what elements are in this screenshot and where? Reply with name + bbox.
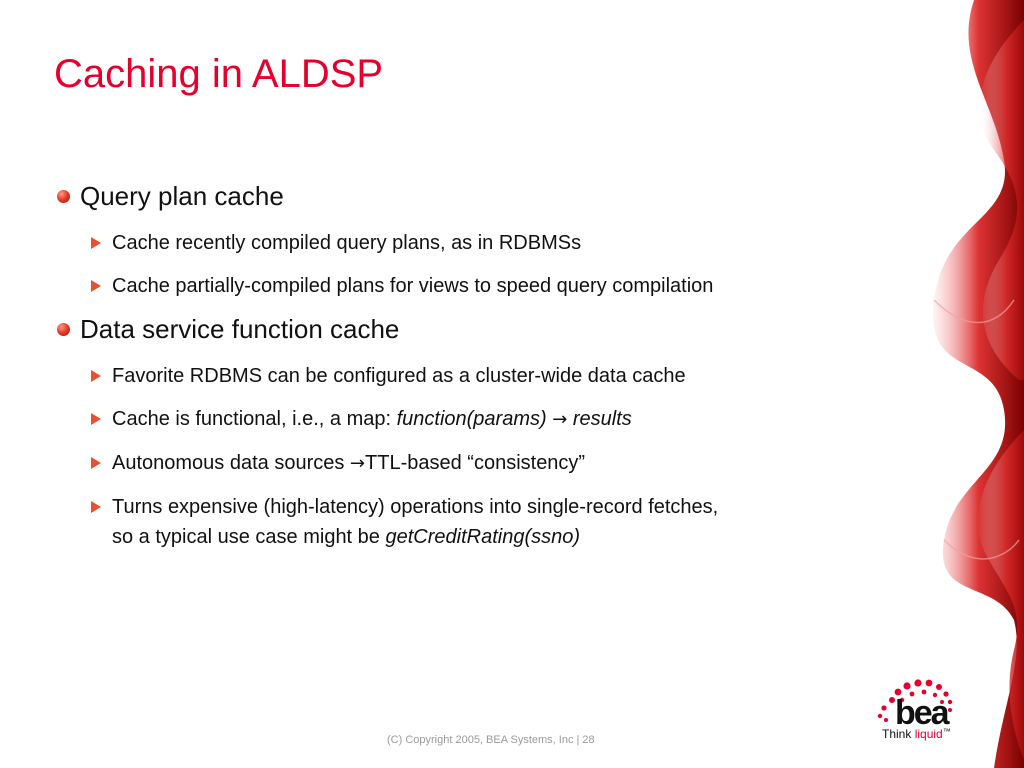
- sub-bullet-autonomous-sources: Autonomous data sources →TTL-based “cons…: [91, 448, 916, 479]
- red-arrow-icon: [91, 457, 101, 469]
- get-credit-rating-text: getCreditRating(ssno): [385, 526, 581, 548]
- slide-title: Caching in ALDSP: [54, 52, 384, 96]
- sub-bullet-favorite-rdbms: Favorite RDBMS can be configured as a cl…: [91, 361, 916, 391]
- sub-bullet-compiled-plans: Cache recently compiled query plans, as …: [91, 228, 916, 258]
- sub-bullet-partial-plans: Cache partially-compiled plans for views…: [91, 271, 916, 301]
- right-arrow-icon: →: [552, 409, 568, 430]
- bullet-heading: Data service function cache: [80, 314, 400, 344]
- red-arrow-icon: [91, 501, 101, 513]
- function-params-text: function(params): [396, 408, 547, 430]
- results-text: results: [572, 408, 632, 430]
- bea-dots-icon: [877, 679, 953, 722]
- red-bullet-icon: [57, 190, 70, 203]
- think-liquid-tagline: Think liquid™: [882, 727, 951, 741]
- tagline-think: Think: [882, 727, 915, 741]
- bea-logo: bea Think liquid™: [872, 678, 962, 746]
- sub-bullet-text: Cache partially-compiled plans for views…: [112, 275, 714, 297]
- red-arrow-icon: [91, 280, 101, 292]
- red-arrow-icon: [91, 237, 101, 249]
- sub-bullet-text: Cache recently compiled query plans, as …: [112, 232, 582, 254]
- tagline-trademark: ™: [942, 727, 951, 736]
- sub-bullet-prefix: Cache is functional, i.e., a map:: [112, 408, 397, 430]
- red-arrow-icon: [91, 370, 101, 382]
- sub-bullet-line-2: so a typical use case might be getCredit…: [112, 522, 916, 552]
- bullet-list: Query plan cache Cache recently compiled…: [56, 178, 916, 552]
- sub-bullet-functional-map: Cache is functional, i.e., a map: functi…: [91, 404, 916, 435]
- sub-bullet-line-1: Turns expensive (high-latency) operation…: [112, 496, 719, 518]
- bullet-query-plan-cache: Query plan cache: [56, 178, 916, 214]
- red-bullet-icon: [57, 323, 70, 336]
- sub-bullet-text: Favorite RDBMS can be configured as a cl…: [112, 365, 686, 387]
- red-ribbon-decoration: [933, 0, 1024, 768]
- right-arrow-icon: →: [349, 453, 366, 474]
- copyright-footer: (C) Copyright 2005, BEA Systems, Inc | 2…: [387, 734, 595, 746]
- red-arrow-icon: [91, 413, 101, 425]
- bullet-heading: Query plan cache: [80, 181, 284, 211]
- sub-bullet-turns-expensive: Turns expensive (high-latency) operation…: [91, 492, 916, 552]
- bullet-function-cache: Data service function cache: [56, 311, 916, 347]
- tagline-liquid: liquid: [914, 727, 943, 741]
- bea-logo-word: bea: [895, 694, 950, 732]
- line-2-prefix: so a typical use case might be: [112, 526, 386, 548]
- sub-bullet-suffix: TTL-based “consistency”: [365, 452, 586, 474]
- sub-bullet-prefix: Autonomous data sources: [112, 452, 350, 474]
